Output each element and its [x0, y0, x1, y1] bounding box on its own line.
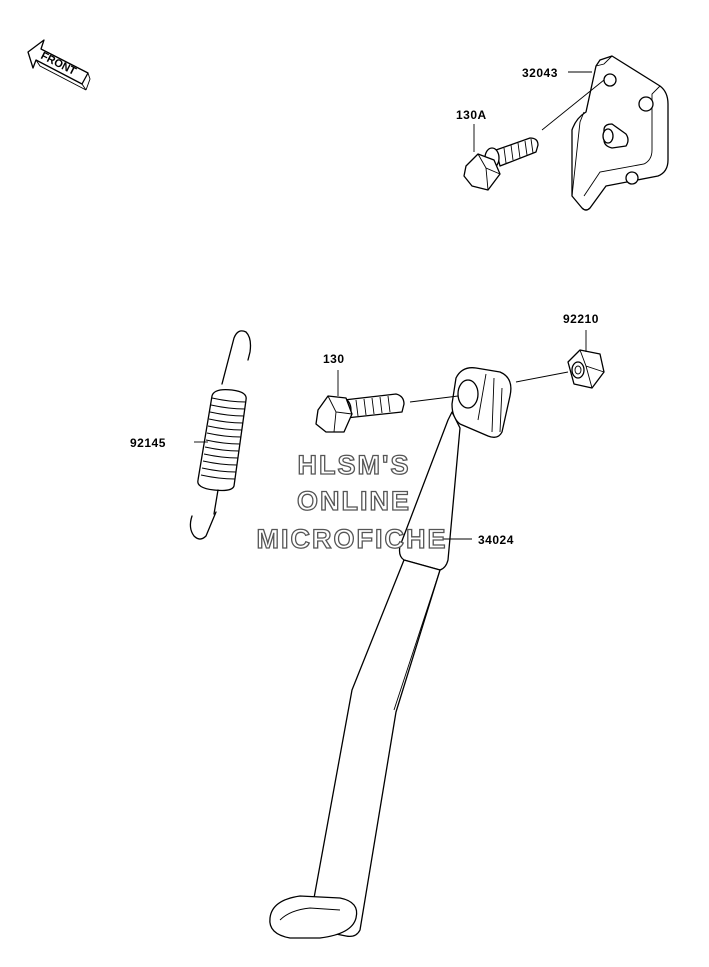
label-92145: 92145: [130, 436, 166, 450]
flange-nut: [567, 349, 605, 389]
pivot-bolt: [315, 393, 405, 433]
side-stand: [269, 367, 512, 939]
stand-bracket: [571, 55, 669, 211]
watermark-line-3: MICROFICHE: [257, 524, 448, 554]
return-spring: [189, 330, 252, 540]
label-130: 130: [323, 352, 345, 366]
label-92210: 92210: [563, 312, 599, 326]
label-130a: 130A: [456, 108, 487, 122]
watermark-line-1: HLSM'S: [298, 450, 411, 480]
watermark-line-2: ONLINE: [297, 486, 411, 516]
label-32043: 32043: [522, 66, 558, 80]
front-arrow-icon: FRONT: [27, 39, 91, 91]
leader-lines: [194, 71, 605, 540]
bracket-bolt: [463, 137, 539, 191]
label-34024: 34024: [478, 533, 514, 547]
watermark: HLSM'S ONLINE MICROFICHE: [256, 449, 448, 554]
